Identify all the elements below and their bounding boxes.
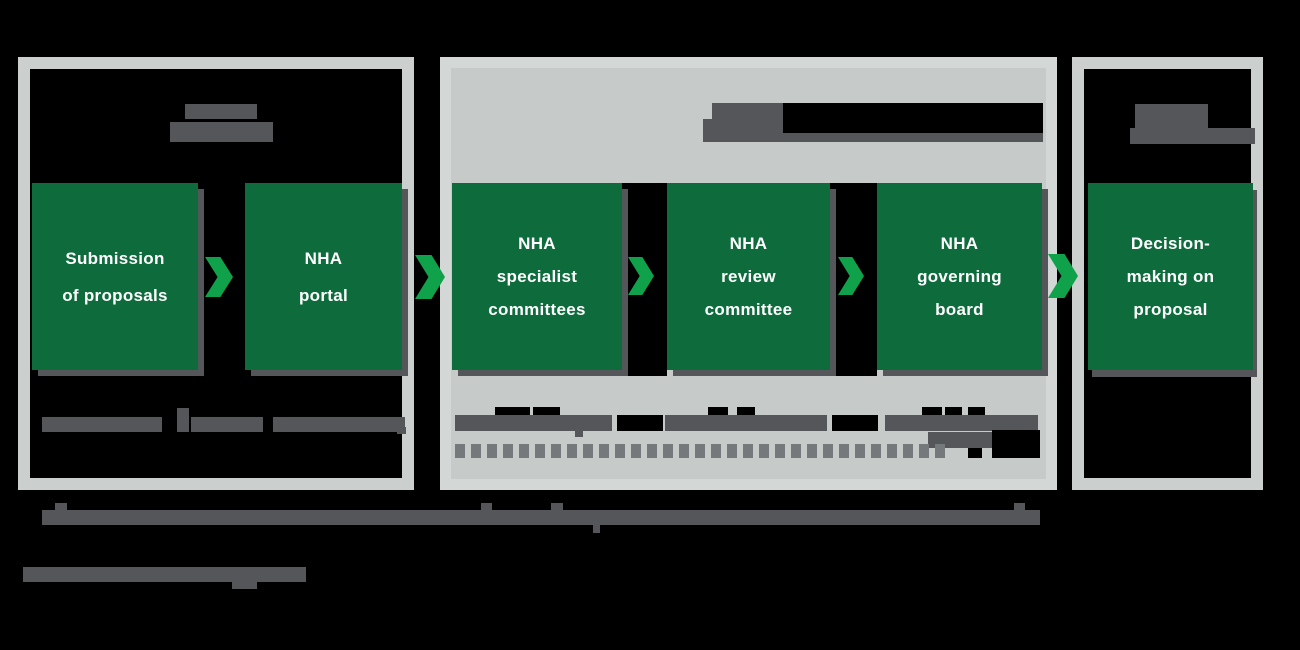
redacted-text-bar-phase2-subcaption-dashes [615,444,625,458]
redacted-text-bar-phase2-subcaption-dashes [519,444,529,458]
redacted-text-bar-phase2-subcaption-dashes [679,444,689,458]
box-label-line: making on [1126,267,1215,286]
redacted-text-bar-phase2-subcaption-dashes [551,444,561,458]
redacted-text-bar-phase3-title-line1 [1135,104,1208,128]
box-label-line: NHA [304,248,343,268]
box-label-line: committees [488,300,586,319]
process-box-nha-governing-board: NHA governing board [877,183,1042,370]
redacted-text-bar-phase2-caption-2 [708,407,728,415]
process-box-nha-portal: NHA portal [245,183,402,370]
redacted-text-bar-phase2-subcaption-dashes [775,444,785,458]
redacted-text-bar-phase2-subcaption-dashes [455,444,465,458]
redacted-text-bar-phase2-title-black-block [783,103,1043,133]
redacted-text-bar-phase2-subcaption-dashes [599,444,609,458]
redacted-text-bar-bottom-caption [55,503,67,510]
redacted-text-bar-phase2-subcaption-dashes [695,444,705,458]
redacted-text-bar-bottom-caption [1014,503,1025,510]
redacted-text-bar-phase2-caption-1 [455,415,612,431]
redacted-text-bar-phase2-subcaption-dashes [727,444,737,458]
redacted-text-bar-phase1-caption [177,408,189,432]
redacted-text-bar-phase2-caption-2 [665,415,827,431]
box-label-line: proposal [1133,300,1208,319]
redacted-text-bar-phase2-subcaption-dashes [791,444,801,458]
redacted-text-bar-phase2-caption-gap [832,415,878,431]
redacted-text-bar-footnote [232,582,257,589]
redacted-text-bar-phase2-caption-1 [575,430,583,437]
redacted-text-bar-phase2-subcaption-dashes [903,444,913,458]
redacted-text-bar-phase2-caption-3 [922,407,942,415]
redacted-text-bar-phase1-title-line1 [185,104,257,119]
box-label-line: governing [917,267,1002,286]
redacted-text-bar-phase2-caption-gap [617,415,663,431]
redacted-text-bar-phase1-caption [397,427,406,434]
redacted-text-bar-bottom-caption [481,503,492,510]
redacted-text-bar-phase2-caption-3-line2 [992,430,1040,458]
process-box-nha-review-committee: NHA review committee [667,183,830,370]
redacted-text-bar-phase2-subcaption-dashes [919,444,929,458]
redacted-text-bar-phase2-subcaption-dashes [471,444,481,458]
redacted-text-bar-phase2-subcaption-dashes [743,444,753,458]
redacted-text-bar-footnote [23,567,306,582]
redacted-text-bar-phase1-title-line2 [170,122,273,142]
redacted-text-bar-phase1-caption [42,417,162,432]
redacted-text-bar-phase2-caption-1 [495,407,530,415]
redacted-text-bar-phase2-subcaption-dashes [647,444,657,458]
box-label-line: committee [704,300,793,319]
box-label-line: NHA [729,234,768,253]
box-label-line: Decision- [1130,234,1211,253]
box-label-line: of proposals [62,285,168,305]
redacted-text-bar-phase2-caption-3 [968,407,985,415]
redacted-text-bar-phase2-subcaption-dashes [759,444,769,458]
box-label-line: portal [298,285,349,305]
redacted-text-bar-phase1-caption [273,417,405,432]
process-box-submission-of-proposals: Submission of proposals [32,183,198,370]
redacted-text-bar-phase2-subcaption-dashes [887,444,897,458]
process-box-nha-specialist-committees: NHA specialist committees [452,183,622,370]
redacted-text-bar-phase2-subcaption-dashes [935,444,945,458]
redacted-text-bar-phase2-caption-3 [885,415,1038,431]
box-label-line: NHA [518,234,556,253]
redacted-text-bar-phase1-caption [191,417,263,432]
redacted-text-bar-phase2-subcaption-dashes [839,444,849,458]
box-label-line: Submission [65,248,165,268]
redacted-text-bar-phase2-subcaption-dashes [535,444,545,458]
redacted-text-bar-phase2-subcaption-dashes [567,444,577,458]
box-label-line: review [721,267,776,286]
redacted-text-bar-bottom-caption-comma [593,525,600,533]
redacted-text-bar-phase2-subcaption-dashes [663,444,673,458]
redacted-text-bar-phase2-caption-2 [737,407,755,415]
redacted-text-bar-phase2-subcaption-dashes [487,444,497,458]
redacted-text-bar-phase2-subcaption-dashes [855,444,865,458]
redacted-text-bar-bottom-caption [42,510,1040,525]
redacted-text-bar-phase2-title-underline [703,133,1043,142]
redacted-text-bar-phase2-subcaption-dashes [711,444,721,458]
redacted-text-bar-phase2-subcaption-dashes [631,444,641,458]
redacted-text-bar-phase2-subcaption-dashes [823,444,833,458]
redacted-text-bar-phase2-subcaption-dashes [807,444,817,458]
redacted-text-bar-phase2-subcaption-dashes [503,444,513,458]
redacted-text-bar-phase2-title-line2 [703,119,783,135]
box-label-line: board [935,300,984,319]
redacted-text-bar-phase2-title-line1 [712,103,783,120]
box-label-line: specialist [496,267,578,286]
redacted-text-bar-phase2-caption-3 [945,407,962,415]
redacted-text-bar-phase2-subcaption-dashes [583,444,593,458]
redacted-text-bar-phase2-subcaption-dashes [871,444,881,458]
box-label-line: NHA [940,234,979,253]
redacted-text-bar-phase2-caption-1 [533,407,560,415]
redacted-text-bar-bottom-caption [551,503,563,510]
redacted-text-bar-phase3-title-line2 [1130,128,1255,144]
process-box-decision-making-on-proposal: Decision-making on proposal [1088,183,1253,370]
redacted-text-bar-phase2-caption-3-line2 [968,448,982,458]
